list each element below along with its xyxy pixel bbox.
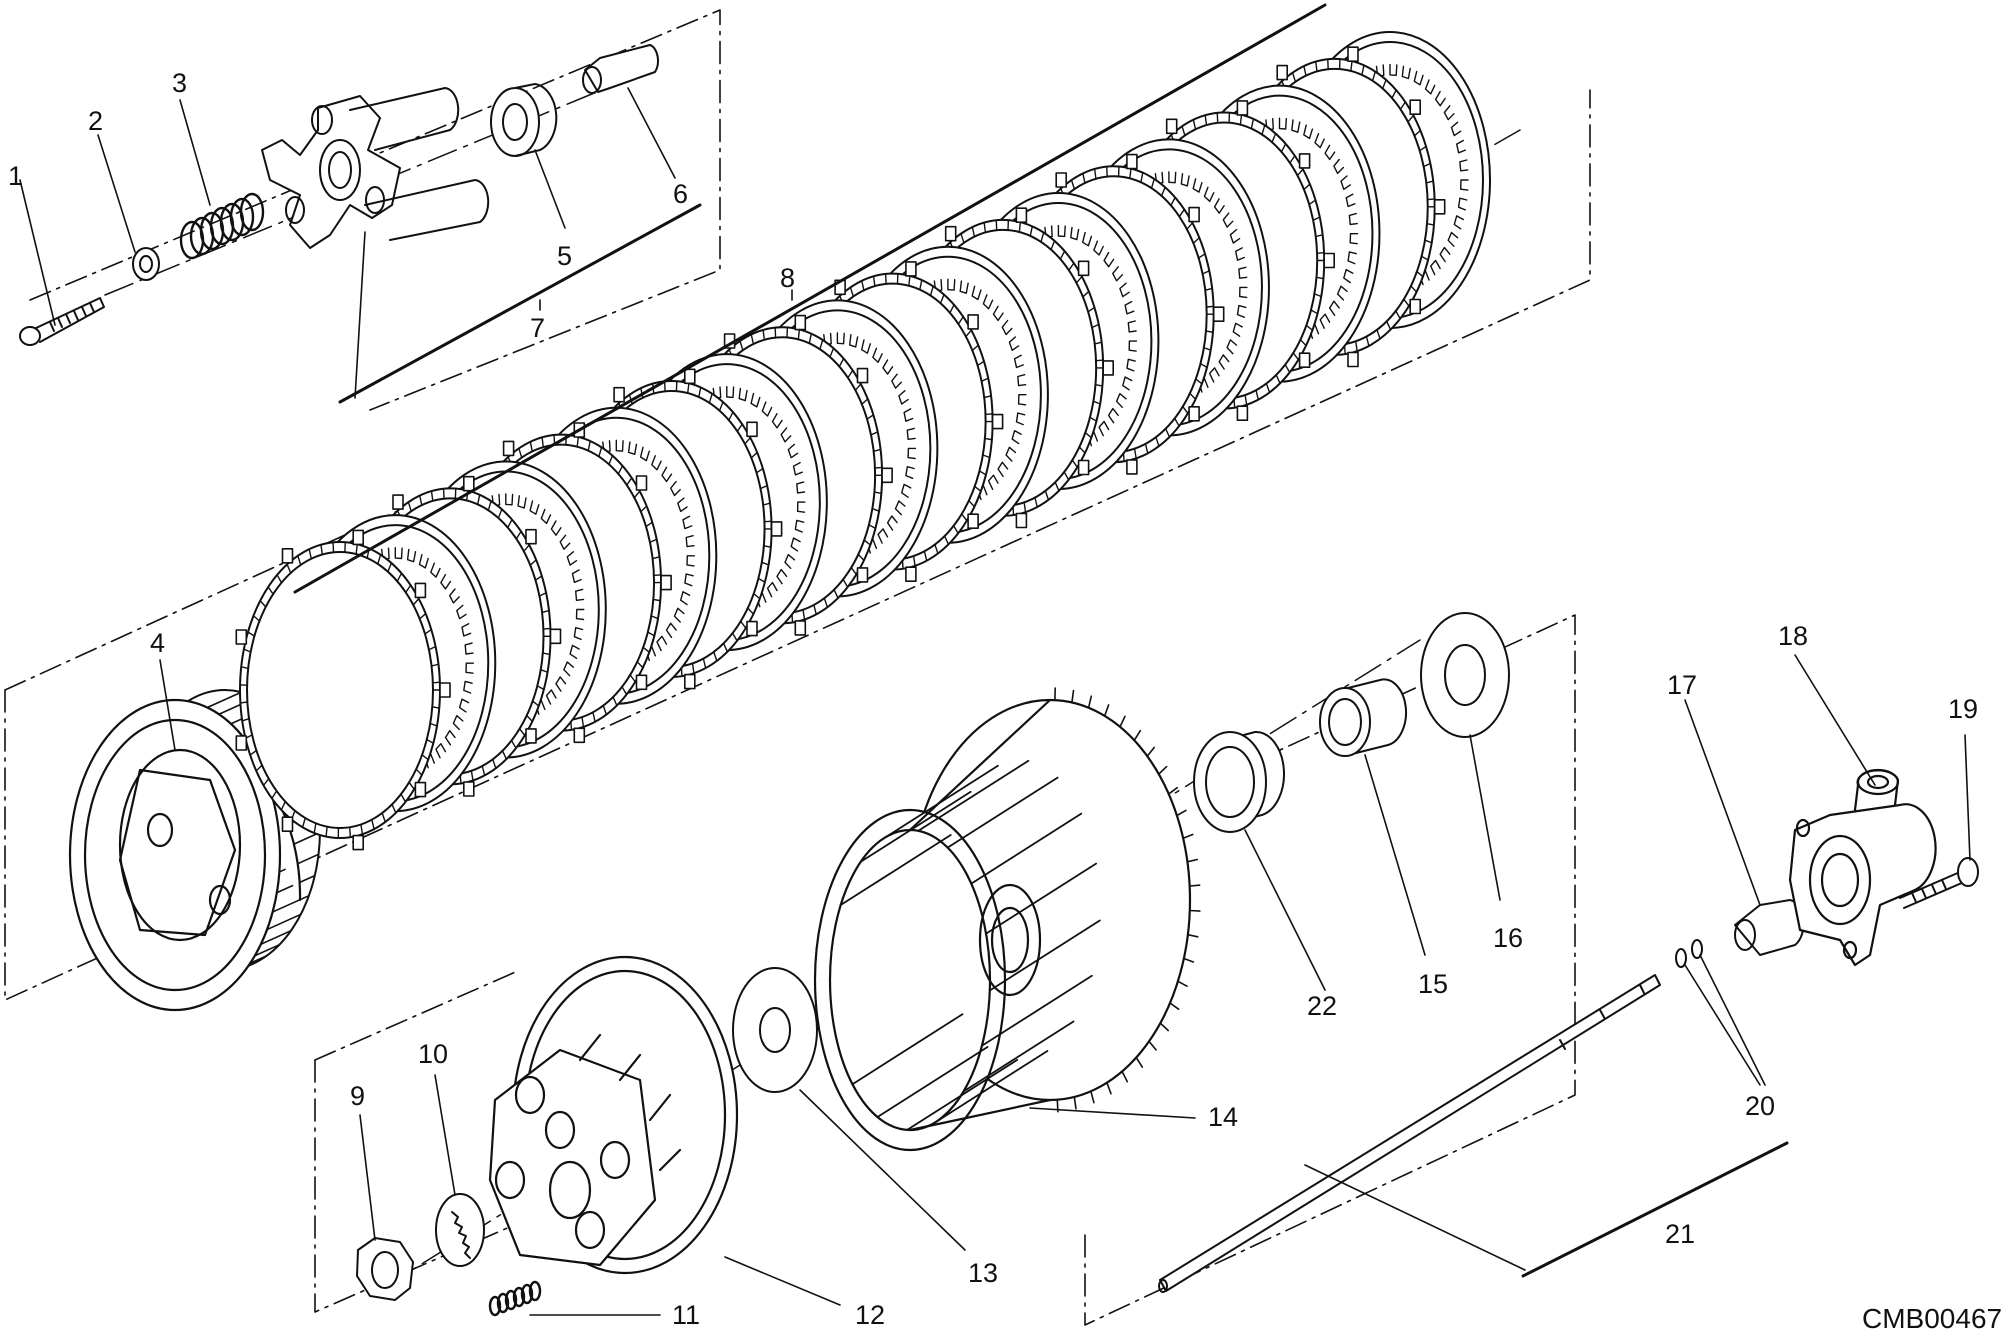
- leader-lines: [19, 87, 1971, 1316]
- part-17-piston: [1734, 899, 1805, 956]
- leader-7a: [354, 231, 366, 399]
- callout-18: 18: [1778, 621, 1808, 651]
- callout-labels: 1 2 3 4 5 6 7 8 9 10 11 12 13 14 15 16 1…: [8, 68, 2002, 1334]
- callout-10: 10: [418, 1039, 448, 1069]
- leader-22: [1244, 829, 1326, 991]
- part-3-spring: [179, 192, 265, 260]
- part-20-o-rings: [1675, 939, 1703, 968]
- part-5-bearing: [490, 83, 558, 157]
- part-11-spring: [488, 1280, 542, 1317]
- leader-9: [359, 1114, 376, 1241]
- part-8-disc-stack: [235, 31, 1491, 851]
- part-1-screw: [19, 297, 105, 346]
- leader-10: [434, 1074, 456, 1196]
- part-15-bushing: [1319, 678, 1408, 757]
- part-14-clutch-drum: [813, 687, 1201, 1152]
- leader-19: [1964, 734, 1971, 861]
- part-21-pushrod: [1158, 974, 1661, 1293]
- leader-1: [19, 179, 56, 326]
- callout-16: 16: [1493, 923, 1523, 953]
- leader-12: [724, 1256, 841, 1306]
- callout-3: 3: [172, 68, 187, 98]
- callout-14: 14: [1208, 1102, 1238, 1132]
- leader-16: [1469, 734, 1501, 901]
- leader-14: [1029, 1107, 1196, 1119]
- part-10-lock-washer: [435, 1193, 485, 1267]
- leader-2: [97, 134, 136, 253]
- outline-group-8: [4, 89, 1591, 1001]
- callout-11: 11: [672, 1300, 700, 1330]
- callout-1: 1: [8, 161, 23, 191]
- part-9-nut: [356, 1237, 414, 1301]
- leader-4: [159, 659, 176, 751]
- part-22-needle-bearing: [1193, 730, 1286, 833]
- leader-20b: [1699, 954, 1766, 1086]
- callout-19: 19: [1948, 694, 1978, 724]
- part-19-bolt: [1899, 857, 1979, 909]
- callout-7: 7: [530, 313, 545, 343]
- callout-8: 8: [780, 263, 795, 293]
- part-6-pushrod-end: [582, 44, 659, 94]
- leader-15: [1364, 754, 1426, 956]
- drawing-code: CMB00467: [1862, 1303, 2002, 1334]
- outline-group-7: [29, 9, 721, 411]
- leader-6: [627, 87, 676, 179]
- callout-21: 21: [1665, 1219, 1695, 1249]
- part-7-pressure-plate: [261, 87, 490, 249]
- leader-3: [179, 99, 211, 206]
- bracket-8: [293, 3, 1327, 594]
- leader-20a: [1684, 964, 1761, 1086]
- leader-13: [799, 1089, 966, 1251]
- part-16-shim-washer: [1420, 612, 1510, 738]
- part-18-slave-cylinder: [1788, 768, 1937, 967]
- part-13-thrust-washer: [732, 967, 818, 1093]
- callout-22: 22: [1307, 991, 1337, 1021]
- callout-13: 13: [968, 1258, 998, 1288]
- callout-2: 2: [88, 106, 103, 136]
- grouping-brackets: [293, 3, 1789, 1278]
- outline-group-12-top: [314, 969, 521, 1061]
- callout-5: 5: [557, 241, 572, 271]
- leader-17: [1684, 699, 1761, 906]
- bracket-7: [338, 203, 702, 404]
- callout-12: 12: [855, 1300, 885, 1330]
- callout-4: 4: [150, 628, 165, 658]
- bracket-21: [1521, 1141, 1789, 1278]
- clutch-disc: [235, 529, 451, 851]
- part-2-retainer: [132, 247, 160, 281]
- callout-9: 9: [350, 1081, 365, 1111]
- leader-5: [534, 149, 566, 229]
- leader-21: [1304, 1164, 1526, 1271]
- callout-6: 6: [673, 179, 688, 209]
- callout-20: 20: [1745, 1091, 1775, 1121]
- part-12-inner-hub: [488, 955, 739, 1275]
- callout-17: 17: [1667, 670, 1697, 700]
- leader-18: [1794, 654, 1876, 786]
- callout-15: 15: [1418, 969, 1448, 999]
